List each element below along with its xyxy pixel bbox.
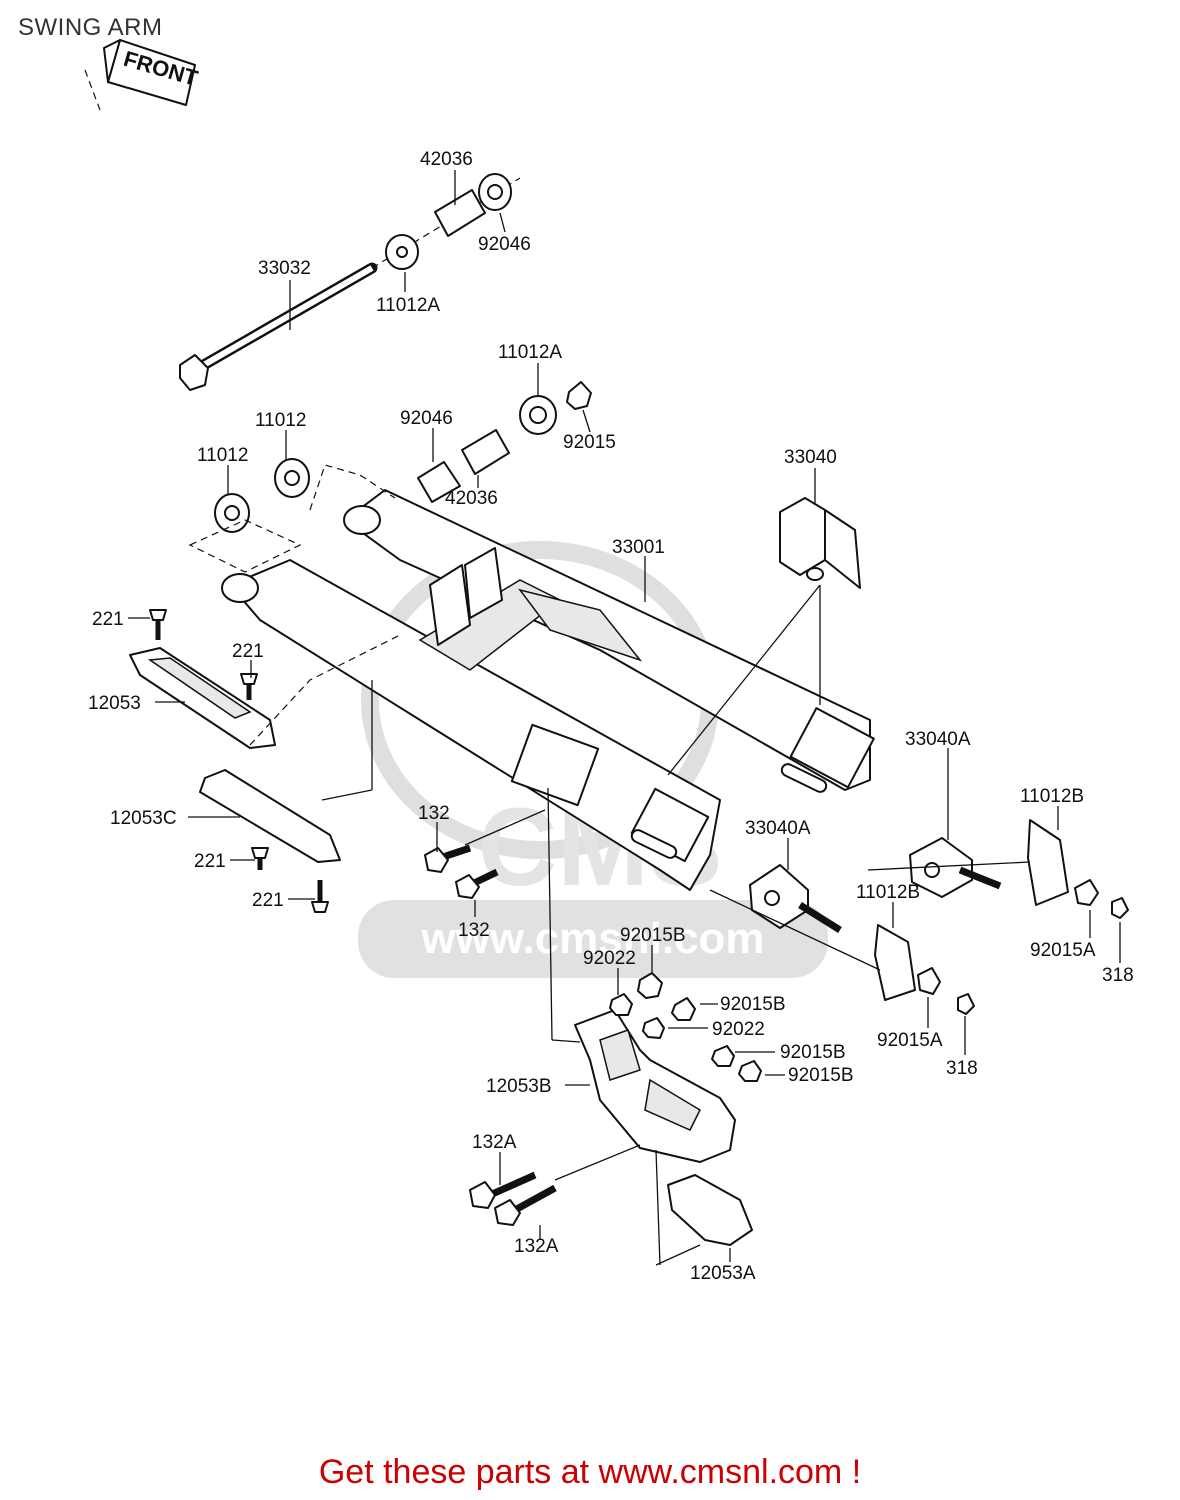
watermark-url-plate [358, 900, 828, 978]
chain-adjuster-block [667, 497, 861, 776]
part-label: 11012B [856, 882, 920, 903]
part-label: 132A [472, 1132, 517, 1153]
part-label: 11012A [498, 342, 562, 363]
chain-guide-bolts [469, 1144, 641, 1226]
part-label: 221 [194, 851, 226, 872]
part-label: 92015B [788, 1065, 854, 1086]
part-label: 42036 [445, 488, 498, 509]
swing-arm [188, 464, 875, 891]
part-label: 11012 [255, 410, 306, 431]
part-label: 11012B [1020, 786, 1084, 807]
part-label: 33001 [612, 537, 665, 558]
part-label: 33040 [784, 447, 837, 468]
upper-pivot-parts [214, 173, 592, 533]
part-label: 92022 [583, 948, 636, 969]
chain-sliders [129, 609, 401, 913]
part-label: 33040A [745, 818, 811, 839]
part-label: 92015B [620, 925, 686, 946]
part-label: 92022 [712, 1019, 765, 1040]
part-label: 92046 [400, 408, 453, 429]
part-label: 92015B [720, 994, 786, 1015]
part-label: 132 [418, 803, 450, 824]
part-label: 33040A [905, 729, 971, 750]
part-label: 12053C [110, 808, 177, 829]
diagram-title: SWING ARM [18, 14, 163, 41]
chain-guide [547, 787, 762, 1266]
part-label: 318 [946, 1058, 978, 1079]
label-leaders [128, 170, 1121, 1262]
part-label: 221 [92, 609, 124, 630]
part-label: 11012A [376, 295, 440, 316]
part-label: 92015A [1030, 940, 1096, 961]
part-label: 221 [252, 890, 284, 911]
swingarm-bolts [424, 809, 546, 899]
front-arrow: FRONT [84, 39, 201, 111]
part-label: 33032 [258, 258, 311, 279]
part-label: 12053B [486, 1076, 552, 1097]
part-label: 318 [1102, 965, 1134, 986]
part-label: 42036 [420, 149, 473, 170]
part-label: 92046 [478, 234, 531, 255]
part-label: 92015 [563, 432, 616, 453]
part-label: 221 [232, 641, 264, 662]
part-label: 12053A [690, 1263, 756, 1284]
axle-adjusters [709, 819, 1129, 1015]
part-label: 11012 [197, 445, 248, 466]
part-label: 132A [514, 1236, 559, 1257]
footer-link-text[interactable]: Get these parts at www.cmsnl.com ! [318, 1453, 862, 1491]
part-label: 92015B [780, 1042, 846, 1063]
part-label: 92015A [877, 1030, 943, 1051]
part-labels: 42036 92046 33032 11012A 11012A 92046 92… [88, 149, 1134, 1284]
part-label: 12053 [88, 693, 141, 714]
part-label: 132 [458, 920, 490, 941]
watermark-url: www.cmsnl.com [420, 914, 764, 963]
